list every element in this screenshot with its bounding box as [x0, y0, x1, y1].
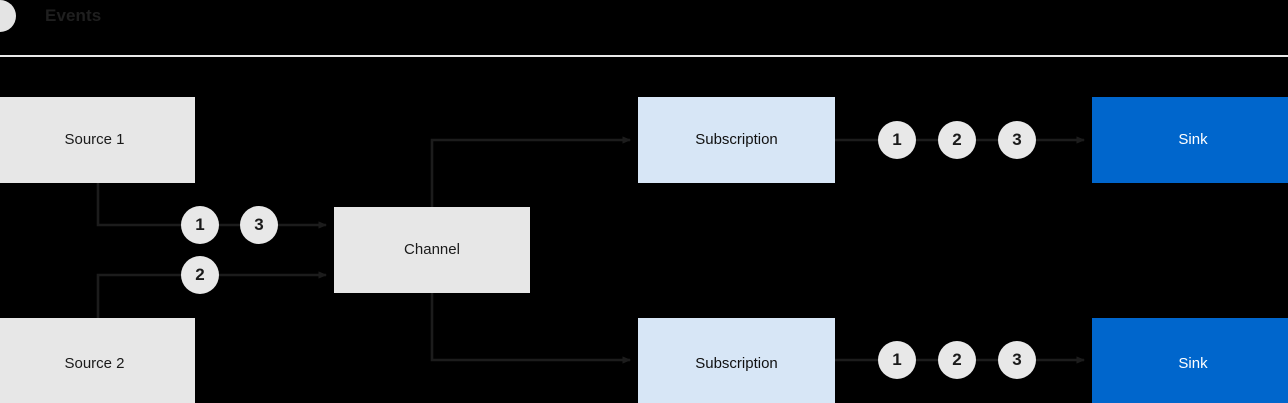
node-source-1-label: Source 1	[64, 131, 125, 148]
wire-channel-to-subscription-bottom	[430, 293, 631, 364]
node-sink-top-label: Sink	[1178, 131, 1208, 148]
event-token: 3	[240, 206, 278, 244]
event-token: 2	[181, 256, 219, 294]
node-source-2[interactable]: Source 2	[0, 318, 195, 403]
event-token: 3	[998, 121, 1036, 159]
wire-channel-to-subscription-top	[430, 136, 631, 207]
events-circle-icon	[0, 0, 16, 32]
node-subscription-bottom-label: Subscription	[695, 355, 778, 372]
node-source-2-label: Source 2	[64, 355, 125, 372]
node-channel-label: Channel	[404, 241, 460, 258]
page-title: Events	[45, 6, 102, 25]
node-sink-bottom[interactable]: Sink	[1092, 318, 1288, 403]
node-subscription-bottom[interactable]: Subscription	[638, 318, 835, 403]
event-token: 2	[938, 121, 976, 159]
node-subscription-top-label: Subscription	[695, 131, 778, 148]
node-sink-top[interactable]: Sink	[1092, 97, 1288, 183]
node-source-1[interactable]: Source 1	[0, 97, 195, 183]
node-channel[interactable]: Channel	[334, 207, 530, 293]
event-token: 2	[938, 341, 976, 379]
event-token: 1	[878, 121, 916, 159]
event-token: 3	[998, 341, 1036, 379]
node-sink-bottom-label: Sink	[1178, 355, 1208, 372]
node-subscription-top[interactable]: Subscription	[638, 97, 835, 183]
event-token: 1	[181, 206, 219, 244]
header-divider	[0, 55, 1288, 57]
event-token: 1	[878, 341, 916, 379]
